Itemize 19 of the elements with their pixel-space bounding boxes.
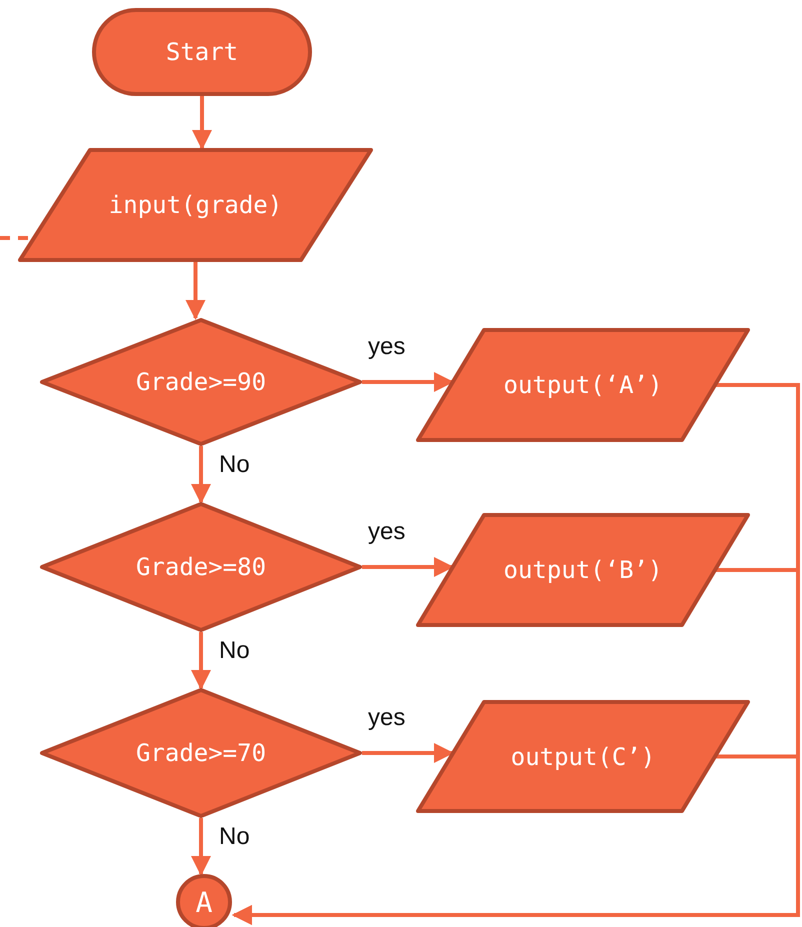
node-label: output(‘B’) xyxy=(504,556,662,584)
arrow xyxy=(362,743,454,763)
node-label: output(C’) xyxy=(510,742,656,770)
arrow xyxy=(362,372,454,392)
node-label: input(grade) xyxy=(108,191,282,219)
dashed-line xyxy=(0,236,30,240)
arrow xyxy=(191,446,211,504)
node-label: Grade>=80 xyxy=(136,553,266,581)
node-label: Grade>=90 xyxy=(136,368,266,396)
arrow xyxy=(186,262,206,320)
arrow xyxy=(191,818,211,876)
node-label: A xyxy=(196,886,212,918)
arrow xyxy=(232,754,800,925)
arrow xyxy=(192,96,212,150)
node-label: output(‘A’) xyxy=(504,371,662,399)
arrow xyxy=(191,632,211,690)
node-label: Start xyxy=(166,38,238,66)
node-label: Grade>=70 xyxy=(136,739,266,767)
arrow xyxy=(362,557,454,577)
